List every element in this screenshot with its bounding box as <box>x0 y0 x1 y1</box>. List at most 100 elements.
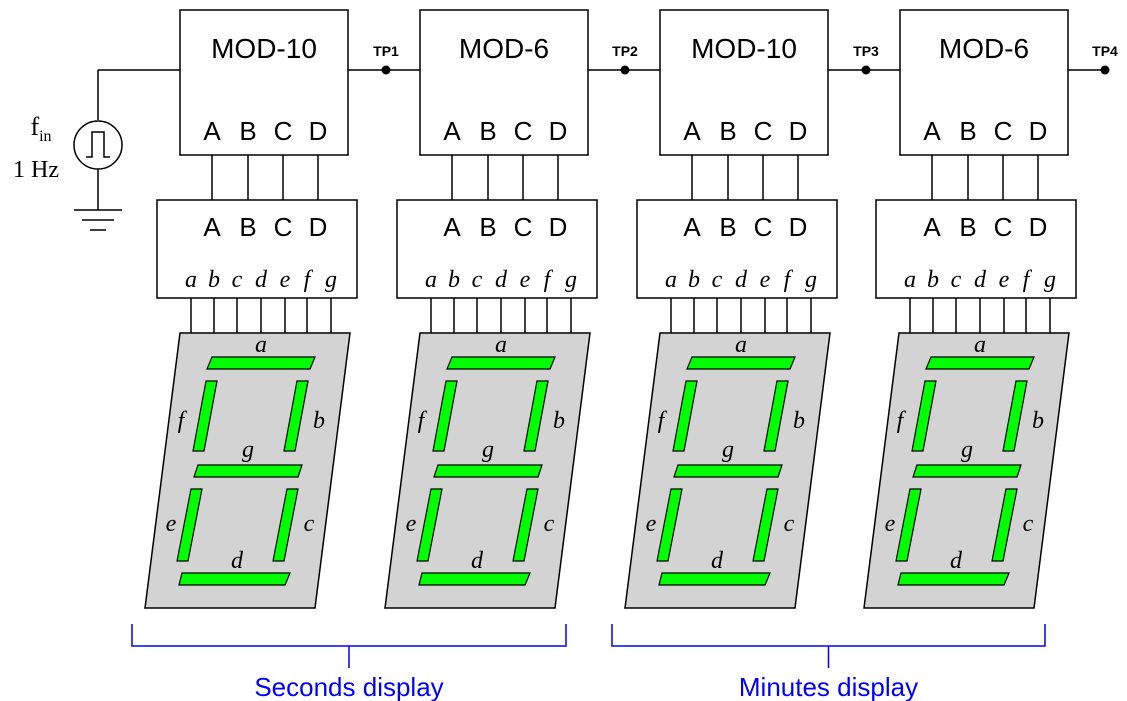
decoder-output-d: d <box>735 267 748 293</box>
counter-output-b: B <box>239 116 256 146</box>
segment-label-a: a <box>255 332 267 358</box>
decoder-input-d: D <box>309 212 328 242</box>
decoder-output-g: g <box>1044 267 1056 293</box>
counter-output-d: D <box>549 116 568 146</box>
square-wave-source-icon <box>73 120 123 170</box>
decoder-input-c: C <box>274 212 293 242</box>
segment-f <box>911 380 937 452</box>
decoder-input-b: B <box>719 212 736 242</box>
decoder-input-c: C <box>754 212 773 242</box>
segment-e <box>416 488 443 562</box>
segment-label-d: d <box>231 548 244 574</box>
decoder-input-d: D <box>789 212 808 242</box>
decoder-output-b: b <box>448 267 460 293</box>
decoder-input-d: D <box>549 212 568 242</box>
segment-c <box>512 488 539 562</box>
segment-e <box>656 488 683 562</box>
segment-c <box>991 488 1018 562</box>
segment-label-b: b <box>553 408 565 434</box>
decoder-input-c: C <box>994 212 1013 242</box>
counter-label-4: MOD-6 <box>939 33 1029 64</box>
segment-g <box>193 464 303 478</box>
segment-label-d: d <box>711 548 724 574</box>
segment-label-e: e <box>406 511 417 537</box>
counter-output-b: B <box>959 116 976 146</box>
decoder-output-a: a <box>904 267 916 293</box>
counter-output-a: A <box>443 116 461 146</box>
segment-label-a: a <box>495 332 507 358</box>
counter-label-1: MOD-10 <box>211 33 317 64</box>
counter-output-d: D <box>309 116 328 146</box>
square-wave-glyph <box>86 131 110 158</box>
decoder-output-c: c <box>712 267 723 293</box>
decoder-output-e: e <box>999 267 1010 293</box>
decoder-block-4 <box>875 199 1077 299</box>
decoder-output-g: g <box>325 267 337 293</box>
segment-d <box>658 572 771 586</box>
decoder-output-f: f <box>544 267 554 293</box>
decoder-output-b: b <box>688 267 700 293</box>
segment-a <box>206 356 316 370</box>
source-symbol-f: f <box>30 112 39 141</box>
segment-label-d: d <box>471 548 484 574</box>
segment-label-b: b <box>793 408 805 434</box>
segment-b <box>283 380 309 452</box>
counter-output-b: B <box>479 116 496 146</box>
counter-label-2: MOD-6 <box>459 33 549 64</box>
counter-output-c: C <box>994 116 1013 146</box>
counter-output-d: D <box>1029 116 1048 146</box>
test-point-dot <box>381 65 391 75</box>
segment-c <box>752 488 779 562</box>
counter-block-4 <box>899 9 1069 156</box>
segment-f <box>672 380 698 452</box>
segment-d <box>418 572 531 586</box>
decoder-output-f: f <box>784 267 794 293</box>
segment-d <box>897 572 1010 586</box>
decoder-input-b: B <box>239 212 256 242</box>
segment-label-g: g <box>722 437 734 463</box>
minutes-bracket <box>611 624 1046 647</box>
decoder-input-a: A <box>203 212 221 242</box>
decoder-input-c: C <box>514 212 533 242</box>
segment-label-c: c <box>784 511 795 537</box>
counter-block-2 <box>419 9 589 156</box>
segment-label-c: c <box>304 511 315 537</box>
decoder-output-a: a <box>665 267 677 293</box>
segment-g <box>433 464 543 478</box>
segment-label-e: e <box>166 511 177 537</box>
counter-output-a: A <box>683 116 701 146</box>
decoder-output-a: a <box>425 267 437 293</box>
counter-block-3 <box>659 9 829 156</box>
test-point-dot <box>1100 65 1110 75</box>
segment-label-a: a <box>974 332 986 358</box>
seconds-display-label: Seconds display <box>254 672 443 701</box>
minutes-display-label: Minutes display <box>739 672 918 701</box>
decoder-output-f: f <box>304 267 314 293</box>
decoder-output-e: e <box>280 267 291 293</box>
segment-label-b: b <box>1032 408 1044 434</box>
segment-label-f: f <box>897 408 907 434</box>
segment-f <box>432 380 458 452</box>
decoder-output-f: f <box>1023 267 1033 293</box>
decoder-block-3 <box>636 199 838 299</box>
decoder-input-a: A <box>923 212 941 242</box>
segment-g <box>673 464 783 478</box>
counter-label-3: MOD-10 <box>691 33 797 64</box>
decoder-output-a: a <box>185 267 197 293</box>
segment-label-f: f <box>178 408 188 434</box>
test-point-label: TP2 <box>612 43 638 59</box>
segment-e <box>895 488 922 562</box>
decoder-output-d: d <box>974 267 987 293</box>
segment-label-g: g <box>961 437 973 463</box>
source-symbol-subscript: in <box>39 128 51 145</box>
segment-label-f: f <box>658 408 668 434</box>
segment-label-g: g <box>242 437 254 463</box>
decoder-output-b: b <box>208 267 220 293</box>
decoder-input-b: B <box>959 212 976 242</box>
decoder-output-d: d <box>495 267 508 293</box>
decoder-input-d: D <box>1029 212 1048 242</box>
